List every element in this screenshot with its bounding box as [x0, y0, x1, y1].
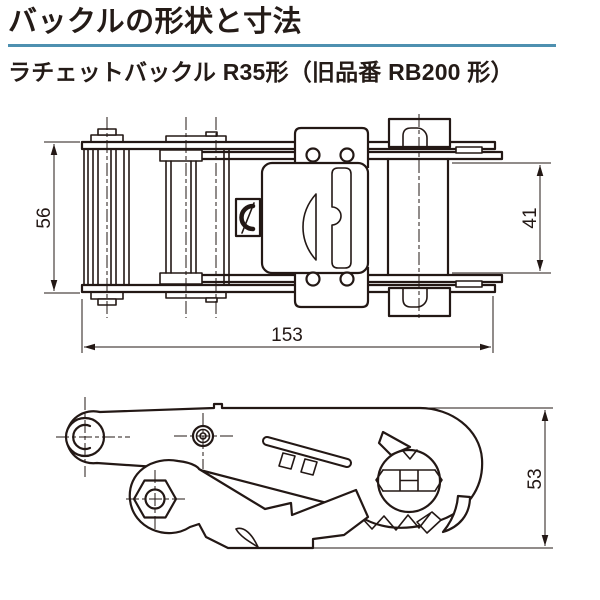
webbing-bar	[262, 436, 352, 476]
hook-tip	[441, 494, 472, 534]
main-axle	[159, 148, 230, 286]
product-subtitle: ラチェットバックル R35形（旧品番 RB200 形）	[8, 58, 514, 85]
side-view-drawing: 53	[56, 397, 553, 550]
dimension-153: 153	[81, 296, 494, 353]
dim-label-41: 41	[520, 207, 541, 228]
dimension-41: 41	[452, 162, 551, 274]
handle-hole	[305, 271, 321, 287]
centerlines-top-view	[106, 114, 420, 321]
handle-hole	[339, 147, 355, 163]
release-lever	[128, 459, 370, 550]
lever-claw	[235, 527, 259, 548]
dim-label-53: 53	[525, 468, 546, 489]
title-underline	[8, 43, 556, 47]
centerlines-side-view	[56, 397, 233, 530]
handle-plate	[260, 126, 370, 309]
dim-label-56: 56	[34, 207, 55, 228]
dim-label-153: 153	[271, 325, 303, 346]
grip-slot	[302, 193, 317, 261]
page-title: バックルの形状と寸法	[8, 6, 303, 38]
ratchet-teeth	[360, 513, 431, 531]
pawl-spring	[234, 197, 262, 238]
dimension-53: 53	[313, 407, 553, 549]
dimension-56: 56	[34, 141, 80, 294]
handle-hole	[339, 271, 355, 287]
top-view-drawing: 56 41 153	[34, 114, 551, 353]
spool-drum	[375, 430, 443, 514]
header: バックルの形状と寸法 ラチェットバックル R35形（旧品番 RB200 形）	[8, 4, 592, 87]
webbing-spindle	[83, 148, 130, 286]
handle-hole	[305, 147, 321, 163]
